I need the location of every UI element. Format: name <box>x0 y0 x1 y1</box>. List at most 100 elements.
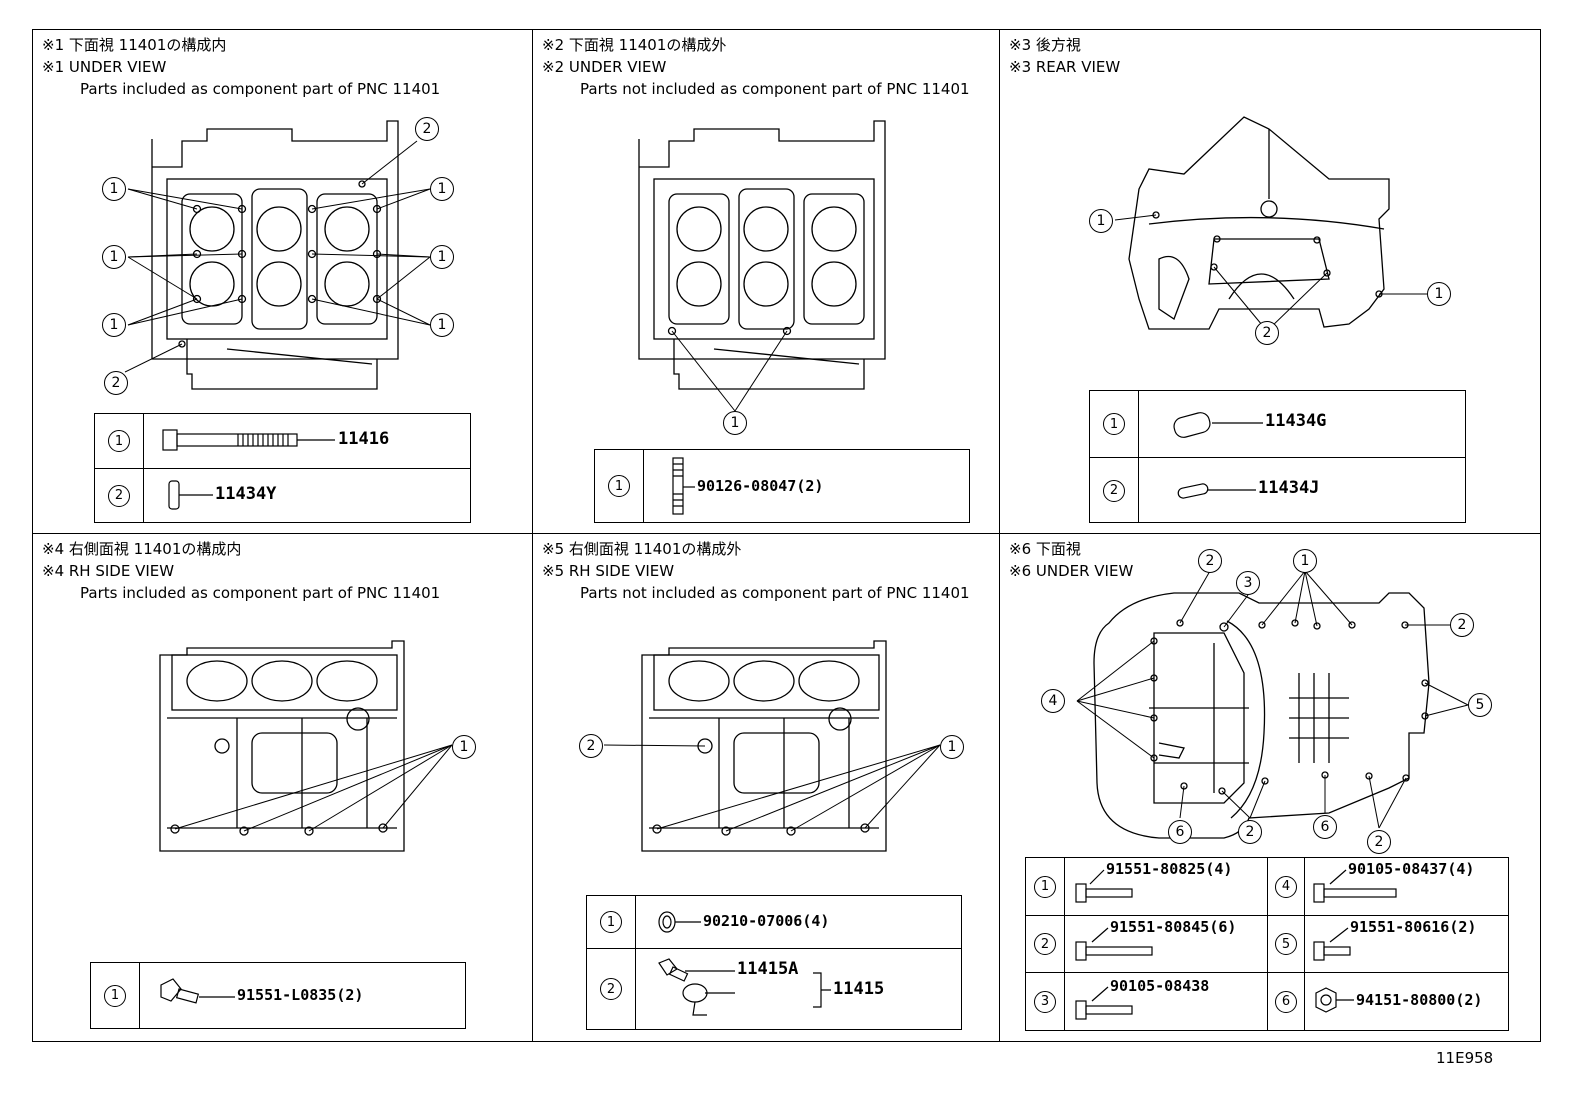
diagram-frame <box>32 29 1541 1042</box>
parts-row: 2 11434Y <box>95 468 470 522</box>
header-jp: ※6 下面視 <box>1009 540 1081 558</box>
bolt-icon <box>1313 869 1397 903</box>
engine-block-under-view-drawing <box>638 120 886 412</box>
engine-block-rear-view-drawing <box>1114 116 1427 332</box>
parts-row: 1 90210-07006(4) <box>587 896 961 948</box>
row-number: 1 <box>1034 875 1056 898</box>
row-number: 2 <box>1103 479 1125 502</box>
flange-bolt-icon <box>160 978 235 1004</box>
parts-row: 3 90105-08438 <box>1026 972 1267 1030</box>
callout-6: 6 <box>1313 815 1337 839</box>
header-en: ※6 UNDER VIEW <box>1009 562 1134 580</box>
header-jp: ※4 右側面視 11401の構成内 <box>42 540 242 558</box>
flange-bolt-icon <box>1075 927 1153 961</box>
callout-2: 2 <box>1238 820 1262 844</box>
part-number: 11434Y <box>215 484 277 504</box>
panel-header: ※3 後方視 ※3 REAR VIEW <box>1009 34 1120 78</box>
panel-under-view-included: ※1 下面視 11401の構成内 ※1 UNDER VIEW Parts inc… <box>32 29 532 533</box>
callout-1: 1 <box>1089 209 1113 233</box>
engine-block-under-view-drawing <box>124 120 431 390</box>
callout-1: 1 <box>102 245 126 269</box>
part-number: 91551-L0835(2) <box>237 986 364 1004</box>
flange-bolt-icon <box>1313 927 1351 961</box>
parts-row: 2 11415A 11415 <box>587 948 961 1029</box>
panel-rh-side-view-not-included: ※5 右側面視 11401の構成外 ※5 RH SIDE VIEW Parts … <box>532 533 999 1042</box>
part-number: 90126-08047(2) <box>697 477 824 495</box>
part-number: 11434J <box>1258 478 1320 498</box>
callout-2: 2 <box>1367 830 1391 854</box>
parts-row: 1 11434G <box>1090 391 1465 457</box>
parts-table: 1 90210-07006(4) 2 <box>586 895 962 1030</box>
panel-header: ※5 右側面視 11401の構成外 ※5 RH SIDE VIEW Parts … <box>542 538 970 604</box>
part-number: 11434G <box>1265 411 1327 431</box>
divider-vertical <box>532 29 533 1042</box>
row-number: 2 <box>600 978 622 1000</box>
pin-icon <box>1177 483 1256 499</box>
header-en: ※4 RH SIDE VIEW <box>42 562 175 580</box>
callout-1: 1 <box>452 735 476 759</box>
callout-2: 2 <box>1255 321 1279 345</box>
panel-header: ※2 下面視 11401の構成外 ※2 UNDER VIEW Parts not… <box>542 34 970 100</box>
parts-row: 1 11416 <box>95 414 470 468</box>
row-number: 2 <box>108 484 130 507</box>
parts-row: 1 90126-08047(2) <box>595 450 969 522</box>
parts-row: 2 11434J <box>1090 457 1465 523</box>
callout-2: 2 <box>415 117 439 141</box>
header-note: Parts included as component part of PNC … <box>80 584 441 602</box>
row-number: 1 <box>600 911 622 933</box>
part-number: 90210-07006(4) <box>703 912 830 930</box>
engine-block-side-view-drawing <box>603 640 941 852</box>
bolt-icon <box>162 429 335 451</box>
callout-1: 1 <box>102 177 126 201</box>
callout-2: 2 <box>1450 613 1474 637</box>
row-number: 3 <box>1034 990 1056 1013</box>
check-valve-icon <box>658 958 831 1016</box>
oil-pan-under-view-drawing <box>1076 570 1469 839</box>
parts-row: 2 91551-80845(6) <box>1026 915 1267 972</box>
plug-icon <box>658 911 701 933</box>
panel-oil-pan-under-view: ※6 下面視 ※6 UNDER VIEW 2 <box>999 533 1541 1042</box>
header-note: Parts not included as component part of … <box>580 584 970 602</box>
parts-row: 1 91551-80825(4) <box>1026 858 1267 915</box>
nut-icon <box>1315 987 1354 1013</box>
parts-table: 1 91551-L0835(2) <box>90 962 466 1029</box>
row-number: 1 <box>1103 413 1125 435</box>
row-number: 1 <box>608 475 630 497</box>
part-number: 11416 <box>338 429 390 449</box>
row-number: 2 <box>1034 933 1056 955</box>
callout-1: 1 <box>430 177 454 201</box>
header-note: Parts included as component part of PNC … <box>80 80 441 98</box>
dowel-icon <box>1173 412 1263 438</box>
part-number: 11415A <box>737 959 799 979</box>
callout-4: 4 <box>1041 689 1065 713</box>
callout-1: 1 <box>1427 282 1451 306</box>
header-jp: ※2 下面視 11401の構成外 <box>542 36 727 54</box>
parts-table: 1 11434G 2 1143 <box>1089 390 1466 523</box>
callout-1: 1 <box>723 411 747 435</box>
panel-header: ※6 下面視 ※6 UNDER VIEW <box>1009 538 1133 582</box>
row-number: 1 <box>108 430 130 452</box>
header-en: ※1 UNDER VIEW <box>42 58 167 76</box>
parts-table: 1 11416 2 11434 <box>94 413 471 523</box>
header-en: ※2 UNDER VIEW <box>542 58 667 76</box>
stud-bolt-icon <box>672 457 695 515</box>
callout-6: 6 <box>1168 820 1192 844</box>
row-number: 4 <box>1275 875 1297 898</box>
callout-2: 2 <box>579 734 603 758</box>
part-number: 91551-80825(4) <box>1106 860 1233 878</box>
figure-code: 11E958 <box>1436 1049 1494 1067</box>
callout-2: 2 <box>104 371 128 395</box>
header-en: ※3 REAR VIEW <box>1009 58 1121 76</box>
row-number: 1 <box>104 984 126 1007</box>
part-number: 90105-08438 <box>1110 977 1210 995</box>
row-number: 6 <box>1275 990 1297 1013</box>
divider-horizontal <box>32 533 1541 534</box>
panel-rh-side-view-included: ※4 右側面視 11401の構成内 ※4 RH SIDE VIEW Parts … <box>32 533 532 1042</box>
parts-row: 1 91551-L0835(2) <box>91 963 465 1028</box>
callout-1: 1 <box>102 313 126 337</box>
header-jp: ※5 右側面視 11401の構成外 <box>542 540 742 558</box>
callout-1: 1 <box>940 735 964 759</box>
parts-table: 1 91551-80825(4) 2 91551-80845(6) 3 <box>1025 857 1509 1031</box>
part-number: 91551-80616(2) <box>1350 918 1477 936</box>
part-number: 91551-80845(6) <box>1110 918 1237 936</box>
